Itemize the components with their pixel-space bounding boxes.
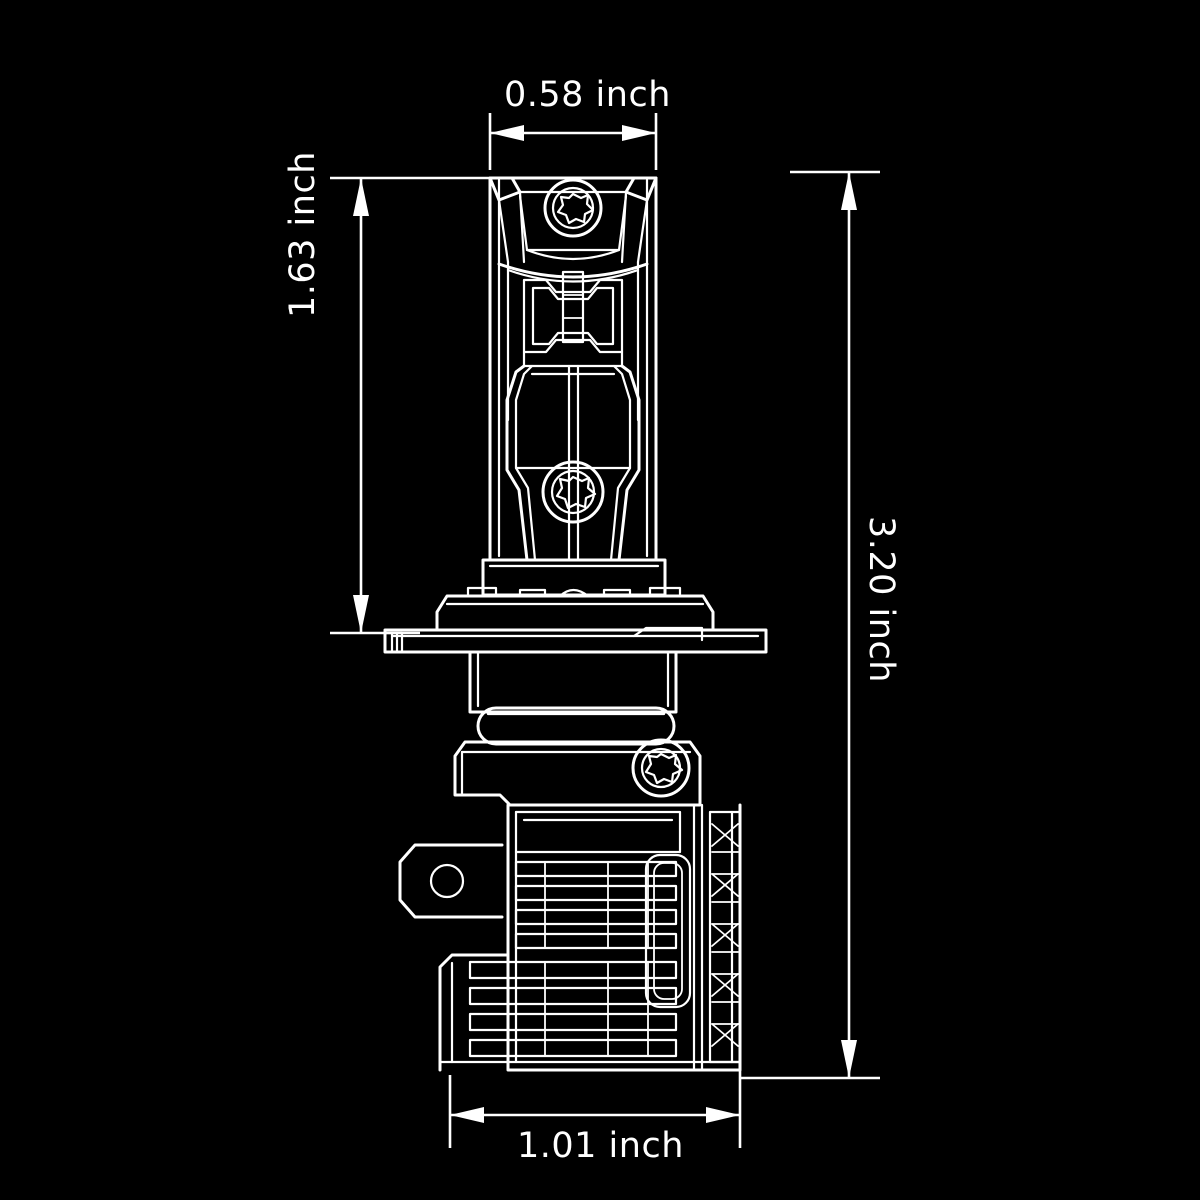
dimension-label-height-left: 1.63 inch (283, 151, 323, 318)
driver-torx-screw (631, 738, 691, 798)
led-emitter-chip (522, 270, 624, 354)
dimension-label-height-right: 3.20 inch (861, 516, 901, 683)
h4-base-flange (383, 586, 768, 654)
heatsink-fins-lower (468, 960, 678, 1058)
dimension-width-top (488, 113, 658, 170)
dimension-label-width-top: 0.58 inch (504, 75, 671, 115)
upper-lens-housing (481, 176, 667, 597)
mid-torx-screw (541, 460, 605, 524)
retaining-collar-ring (476, 706, 676, 746)
dimension-height-left (330, 176, 492, 635)
dimension-width-bottom (448, 1060, 742, 1148)
finned-heatsink (438, 803, 742, 1072)
top-torx-screw (543, 178, 603, 238)
dimension-height-right (740, 170, 880, 1080)
dimension-label-width-bottom: 1.01 inch (517, 1126, 684, 1166)
mounting-tab-with-hole (398, 843, 504, 919)
heatsink-side-fins (708, 810, 742, 1064)
heatsink-inner-channel (644, 853, 692, 1009)
driver-housing (453, 738, 702, 807)
heatsink-fins-upper (514, 860, 678, 950)
bulb-neck (468, 650, 678, 714)
